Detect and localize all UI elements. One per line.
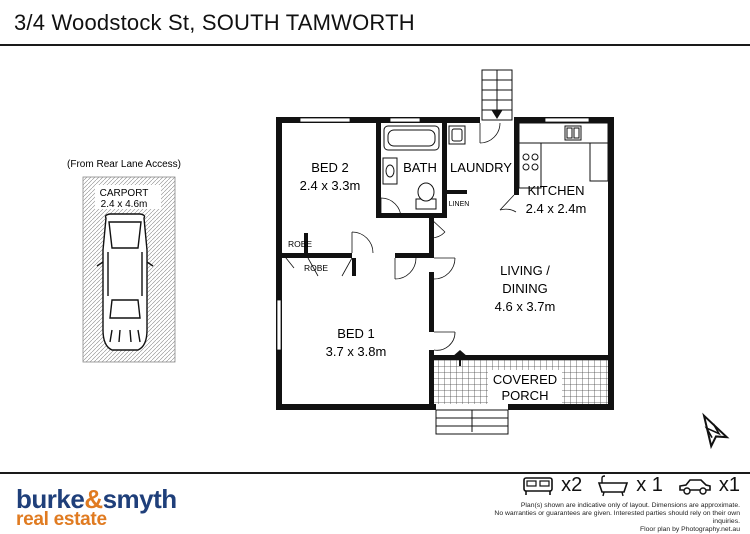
kitchen-size: 2.4 x 2.4m [526,201,587,216]
header-divider [0,44,750,46]
car-count: x1 [718,474,740,496]
covered-porch [434,350,608,404]
living-label-1: LIVING / [500,263,550,278]
doors [281,122,517,351]
kitchen-bench [518,122,609,189]
disclaimer-line-3: Floor plan by Photography.net.au [639,526,740,533]
feature-counts: x2 x 1 x1 [521,474,740,497]
living-label-2: DINING [502,281,548,296]
rear-steps [481,69,513,121]
bed-count: x2 [561,474,583,496]
car-topview-icon [96,213,154,351]
logo-smyth: smyth [102,484,178,514]
logo-burke: burke [16,484,85,514]
toilet [415,182,437,210]
bed1-label: BED 1 [337,326,375,341]
disclaimer-line-1: Plan(s) shown are indicative only of lay… [520,502,740,509]
bed1-size: 3.7 x 3.8m [326,344,387,359]
compass-north-icon [702,412,730,450]
bath-count: x 1 [636,474,663,496]
front-steps [435,409,509,435]
porch-label-1: COVERED [493,372,557,387]
bed2-size: 2.4 x 3.3m [300,178,361,193]
robe-bed1-label: ROBE [304,263,328,273]
footer-divider [0,472,750,474]
logo-ampersand: & [84,484,103,514]
bathtub [383,125,440,151]
logo-subtitle: real estate [16,509,107,530]
linen-label: LINEN [449,201,470,208]
disclaimer-line-2: No warranties or guarantees are given. I… [494,510,740,525]
windows [276,117,590,351]
robe-bed2-label: ROBE [288,239,312,249]
car-icon [679,478,711,495]
carport-access-note: (From Rear Lane Access) [67,159,181,170]
carport-label: CARPORT [100,188,149,199]
property-address-title: 3/4 Woodstock St, SOUTH TAMWORTH [14,10,415,35]
living-size: 4.6 x 3.7m [495,299,556,314]
laundry-label: LAUNDRY [450,160,512,175]
laundry-tub [448,125,466,145]
bath-label: BATH [403,160,437,175]
disclaimer: Plan(s) shown are indicative only of lay… [480,502,740,534]
bath-icon [598,474,629,496]
agency-logo: burke&smyth real estate [16,484,177,531]
bed2-label: BED 2 [311,160,349,175]
vanity [382,157,398,185]
porch-label-2: PORCH [502,388,549,403]
kitchen-label: KITCHEN [527,183,584,198]
bed-icon [523,476,553,495]
carport-size: 2.4 x 4.6m [101,199,148,210]
